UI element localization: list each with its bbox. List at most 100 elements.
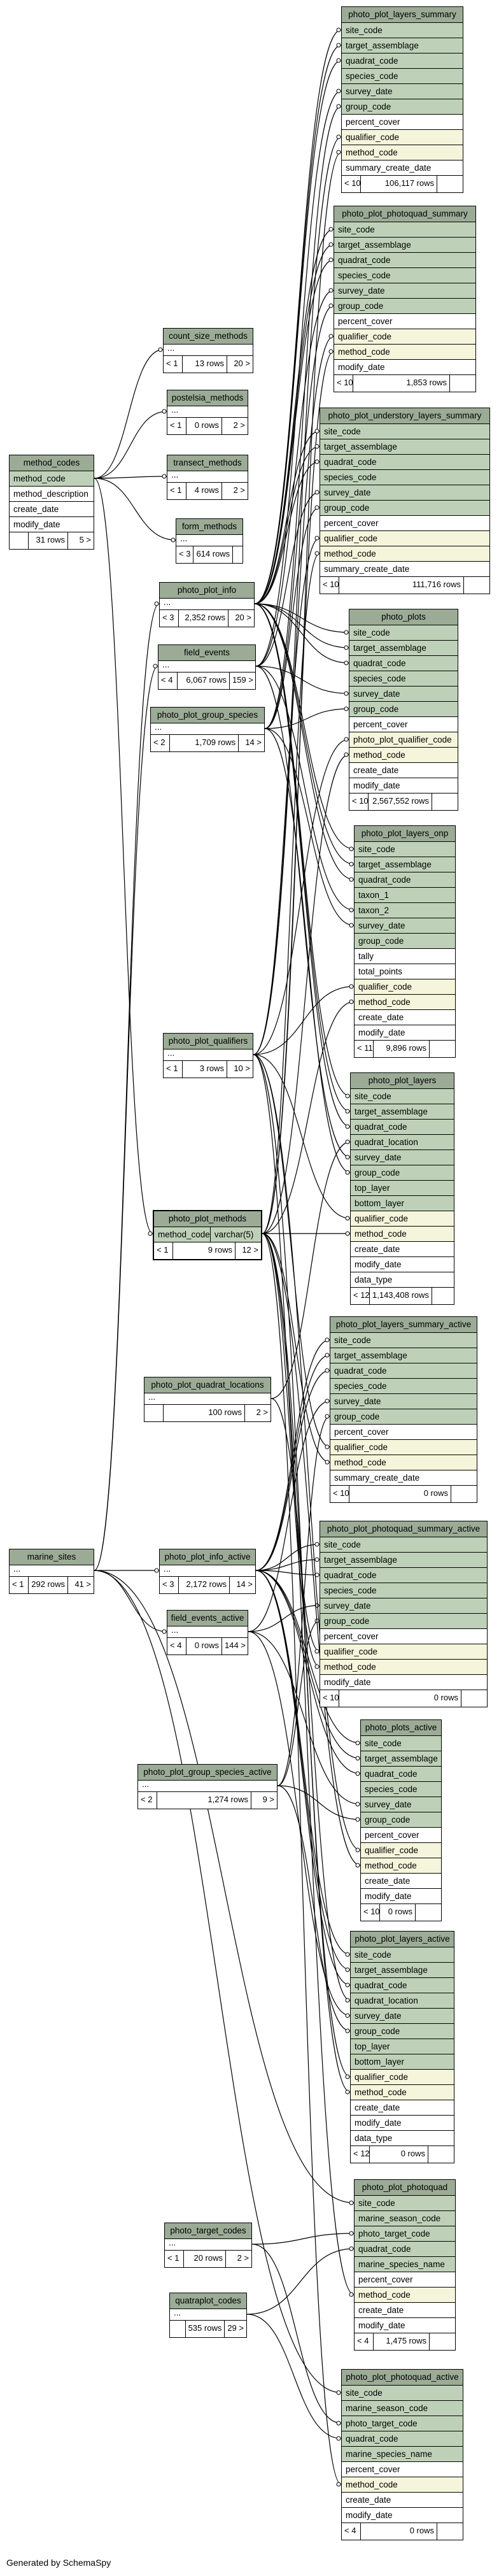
column-group-code: group_code [361, 1812, 441, 1828]
table-name: photo_plot_qualifiers [164, 1034, 253, 1050]
column-marine-season-code: marine_season_code [342, 2401, 463, 2416]
column-type: varchar(5) [214, 1230, 254, 1239]
column-qualifier-code: qualifier_code [361, 1843, 441, 1858]
column-qualifier-code: qualifier_code [351, 1211, 454, 1227]
relationship-edge [262, 1233, 320, 1667]
column-quadrat-code: quadrat_code [351, 1120, 454, 1135]
table-name: marine_sites [10, 1549, 94, 1565]
child-count: 2 > [237, 2253, 249, 2263]
relationship-edge [262, 152, 342, 1234]
column-method-description: method_description [10, 487, 94, 502]
table-name: form_methods [176, 519, 242, 535]
relationship-edge [253, 136, 342, 1055]
column-site-code: site_code [349, 625, 458, 641]
child-count: 2 > [233, 485, 245, 495]
child-count: 20 > [235, 613, 251, 622]
crowfoot-marker [314, 1572, 320, 1577]
child-count: 14 > [245, 737, 262, 747]
column-create-date: create_date [342, 2493, 463, 2508]
table-name: photo_plot_layers_summary_active [330, 1317, 477, 1333]
row-count: 535 rows [186, 2321, 225, 2337]
column-site-code: site_code [320, 1537, 487, 1553]
relationship-edge [255, 1570, 320, 1576]
child-count: 41 > [74, 1579, 91, 1589]
column-qualifier-code: qualifier_code [351, 2070, 454, 2085]
crowfoot-marker [314, 1542, 320, 1547]
row-count: 0 rows [186, 1638, 222, 1654]
table-name: photo_plot_group_species_active [138, 1765, 277, 1781]
crowfoot-marker [336, 43, 341, 48]
column-method-code: method_code [351, 2085, 454, 2100]
parent-count: < 3 [176, 546, 194, 563]
column-method-code: method_code [355, 995, 455, 1010]
column-species-code: species_code [320, 470, 489, 485]
crowfoot-marker [328, 303, 334, 308]
crowfoot-marker [344, 706, 349, 711]
column-create-date: create_date [355, 2303, 455, 2318]
column-site-code: site_code [334, 222, 475, 238]
column-site-code: site_code [342, 2386, 463, 2401]
table-name: photo_target_codes [165, 2223, 251, 2239]
row-count: 111,716 rows [339, 577, 464, 594]
column-target-assemblage: target_assemblage [320, 439, 489, 455]
table-name: photo_plot_info_active [160, 1549, 255, 1565]
column-bottom-layer: bottom_layer [351, 1196, 454, 1211]
relationship-edge [94, 603, 160, 1571]
crowfoot-marker [349, 907, 354, 913]
relationship-edge [254, 446, 320, 604]
column-modify-date: modify_date [355, 2318, 455, 2333]
crowfoot-marker [355, 1756, 360, 1761]
column-method-code: method_code [320, 1660, 487, 1675]
collapsed-columns: ... [10, 1565, 94, 1577]
relationship-edge [94, 476, 167, 479]
crowfoot-marker [154, 1568, 159, 1573]
collapsed-columns: ... [138, 1781, 277, 1792]
collapsed-columns: ... [165, 2239, 251, 2251]
crowfoot-marker [355, 1847, 360, 1853]
child-count: 2 > [233, 420, 245, 430]
column-survey-date: survey_date [320, 485, 489, 501]
column-percent-cover: percent_cover [355, 2272, 455, 2288]
crowfoot-marker [345, 1216, 350, 1221]
column-qualifier-code: qualifier_code [334, 329, 475, 345]
crowfoot-marker [349, 862, 354, 867]
row-count: 1,143,408 rows [370, 1288, 432, 1304]
crowfoot-marker [158, 347, 163, 352]
relationship-edge [94, 1570, 355, 2203]
relationship-edge [253, 537, 320, 1055]
